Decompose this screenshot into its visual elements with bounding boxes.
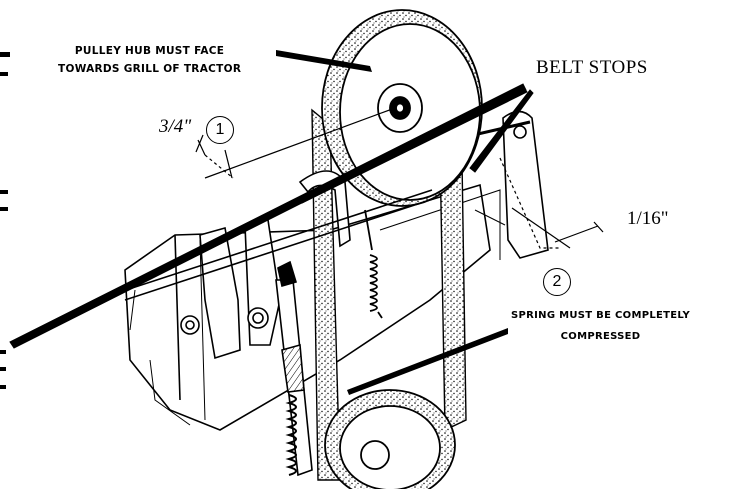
- mower-housing: [124, 183, 501, 431]
- dimension-one-sixteenth: [499, 157, 604, 249]
- pulley-hub-note: PULLEY HUB MUST FACE TOWARDS GRILL OF TR…: [58, 42, 241, 78]
- tension-spring: [364, 209, 383, 319]
- adjuster-rod: [275, 260, 313, 477]
- callout-number-2: 2: [543, 268, 571, 296]
- three-quarter-dimension-label: 3/4": [159, 116, 192, 137]
- v-belt: [311, 108, 467, 481]
- dimension-three-quarter: [195, 107, 396, 179]
- spring-note-line-2: COMPRESSED: [560, 331, 641, 342]
- pointer-belt-stops: [9, 83, 534, 349]
- pulley-note-line-2: TOWARDS GRILL OF TRACTOR: [58, 63, 242, 75]
- bottom-pulley: [324, 389, 456, 489]
- gap-dimension-label: 1/16": [627, 208, 669, 229]
- adjuster-spring: [285, 394, 297, 476]
- pulley-note-line-1: PULLEY HUB MUST FACE: [74, 45, 225, 57]
- top-pulley: [321, 9, 483, 207]
- callout-number-1: 1: [206, 116, 234, 144]
- margin-fragments: [0, 52, 10, 389]
- pointer-pulley-hub: [276, 50, 372, 72]
- cross-shaft: [119, 189, 437, 301]
- pointer-spring: [347, 328, 508, 395]
- left-bracket: [180, 219, 281, 360]
- belt-stop-guide: [298, 170, 351, 248]
- spring-note: SPRING MUST BE COMPLETELY COMPRESSED: [511, 305, 690, 347]
- spring-note-line-1: SPRING MUST BE COMPLETELY: [511, 310, 691, 321]
- belt-stops-label: BELT STOPS: [536, 57, 648, 78]
